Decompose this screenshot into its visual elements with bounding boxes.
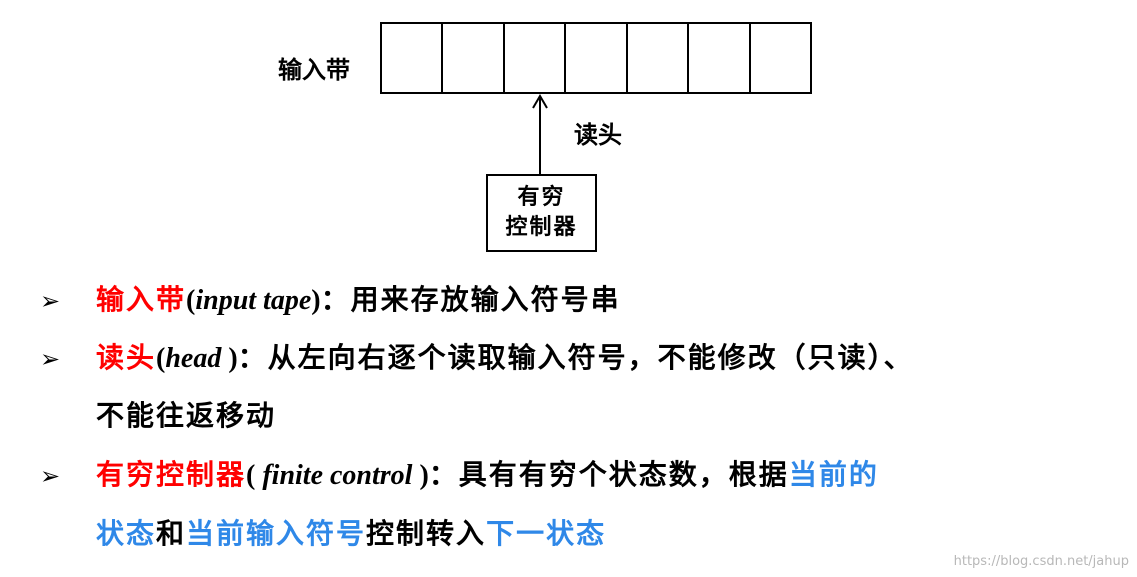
- finite-control-label-2: 控制器: [505, 215, 578, 240]
- text-and: 和: [156, 517, 187, 550]
- bullet-arrow-icon: ➢: [40, 287, 61, 315]
- term-head: 读头: [96, 341, 157, 374]
- description: ：从左向右逐个读取输入符号，不能修改（只读）、: [237, 341, 914, 374]
- tape-cell: [443, 24, 505, 92]
- description: ：用来存放输入符号串: [320, 283, 621, 316]
- tape-cell: [382, 24, 444, 92]
- input-tape: [380, 22, 812, 94]
- paren-open: (: [156, 343, 166, 374]
- bullet-finite-control-continuation: 状态和当前输入符号控制转入下一状态: [96, 512, 606, 552]
- description: ：具有有穷个状态数，根据: [428, 458, 789, 491]
- paren-close: ): [221, 343, 238, 374]
- paren-open: (: [186, 285, 196, 316]
- tape-cell: [505, 24, 567, 92]
- paren-close: ): [311, 285, 321, 316]
- highlight-current: 当前的: [788, 458, 879, 491]
- head-label: 读头: [574, 121, 622, 149]
- text-control: 控制转入: [366, 517, 487, 550]
- highlight-next-state: 下一状态: [486, 517, 607, 550]
- bullet-head: ➢ 读头(head )：从左向右逐个读取输入符号，不能修改（只读）、: [40, 336, 914, 376]
- read-head-arrow: [532, 94, 548, 174]
- term-finite-control: 有穷控制器: [96, 458, 247, 491]
- tape-label: 输入带: [278, 56, 350, 84]
- english-term: head: [165, 343, 222, 374]
- description-continued: 不能往返移动: [96, 399, 277, 432]
- bullet-finite-control: ➢ 有穷控制器( finite control )：具有有穷个状态数，根据当前的: [40, 453, 879, 493]
- tape-cell: [566, 24, 628, 92]
- watermark: https://blog.csdn.net/jahup: [953, 554, 1129, 569]
- paren-open: (: [246, 460, 263, 491]
- tape-cell: [689, 24, 751, 92]
- highlight-current-input: 当前输入符号: [186, 517, 367, 550]
- term-input-tape: 输入带: [96, 283, 187, 316]
- bullet-arrow-icon: ➢: [40, 345, 61, 373]
- bullet-input-tape: ➢ 输入带(input tape)：用来存放输入符号串: [40, 278, 621, 318]
- paren-close: ): [412, 460, 429, 491]
- finite-control-label-1: 有穷: [517, 185, 566, 210]
- highlight-state: 状态: [96, 517, 157, 550]
- english-term: finite control: [262, 460, 413, 491]
- finite-control-box: 有穷 控制器: [486, 174, 597, 252]
- tape-cell: [751, 24, 810, 92]
- tape-cell: [628, 24, 690, 92]
- english-term: input tape: [195, 285, 312, 316]
- bullet-arrow-icon: ➢: [40, 462, 61, 490]
- bullet-head-continuation: 不能往返移动: [96, 394, 276, 434]
